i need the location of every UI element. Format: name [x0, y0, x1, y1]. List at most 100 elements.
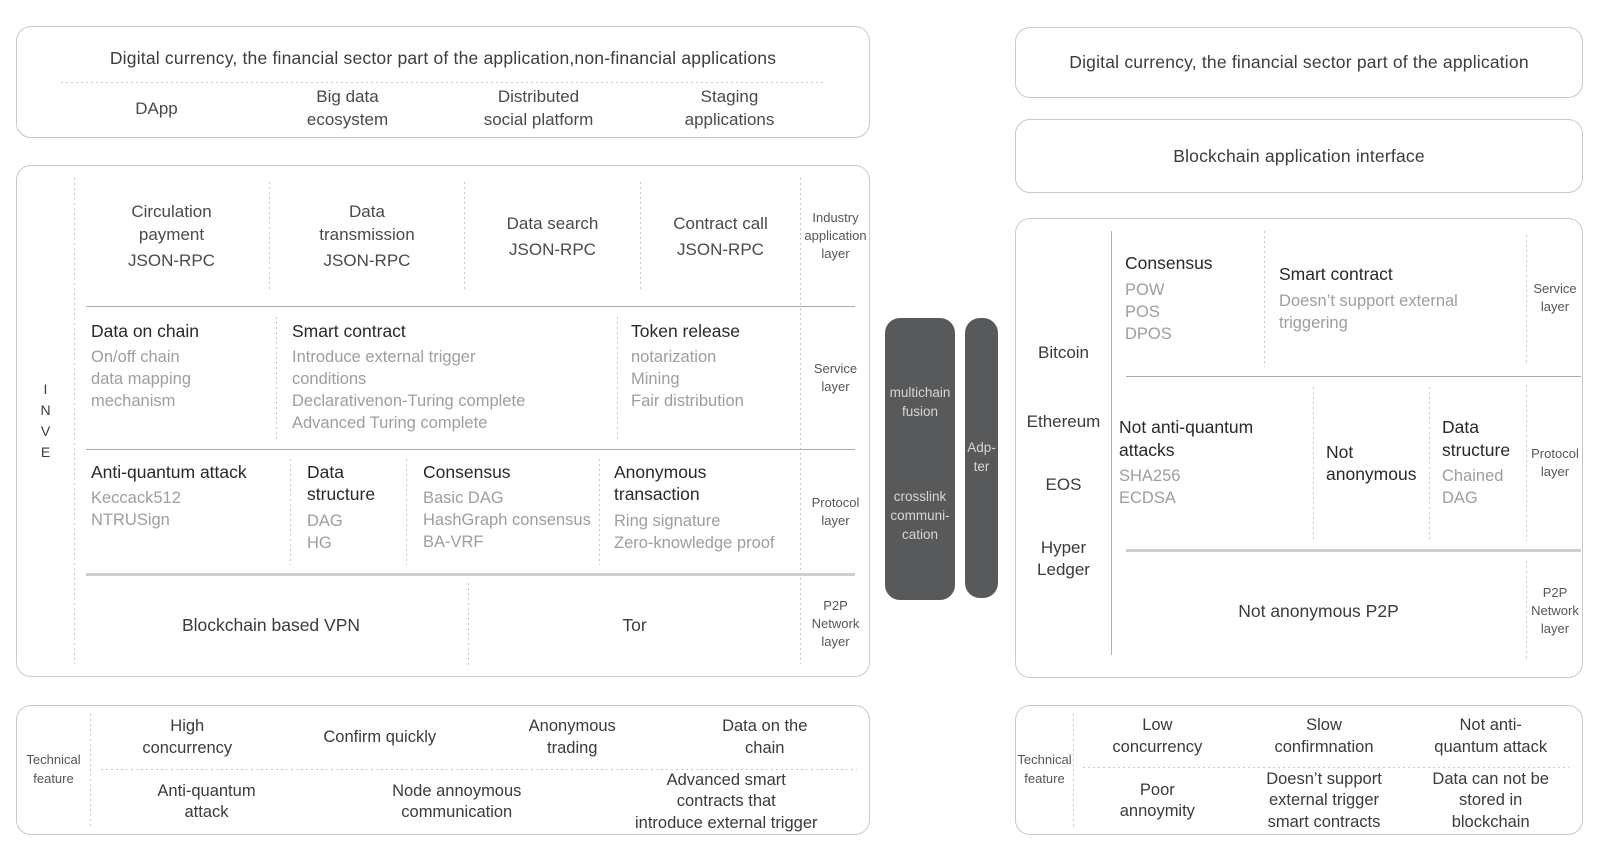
industry-cell-transmission: Data transmission JSON-RPC: [270, 168, 464, 306]
dotted-divider: [290, 459, 291, 565]
right-service-cell-smart-contract: Smart contract Doesn’t support external …: [1265, 223, 1526, 375]
cell-title: Data search: [506, 213, 599, 233]
section-line: [1126, 376, 1581, 377]
dotted-divider: [1429, 387, 1430, 539]
protocol-cell-consensus: Consensus Basic DAG HashGraph consensus …: [407, 450, 599, 574]
features-row-2: Anti-quantum attack Node annoymous commu…: [91, 770, 861, 834]
p2p-layer-row: Blockchain based VPN Tor: [74, 577, 800, 673]
dotted-divider: [61, 82, 825, 83]
multichain-fusion-label: multichain fusion: [889, 385, 951, 419]
application-item-dapp: DApp: [135, 98, 178, 118]
protocol-cell-anonymous-transaction: Anonymous transaction Ring signature Zer…: [600, 450, 800, 574]
feature-confirm-quickly: Confirm quickly: [323, 727, 437, 746]
cell-heading: Data structure: [307, 462, 376, 505]
dotted-divider: [1264, 231, 1265, 367]
features-row-1: Low concurrency Slow confirmnation Not a…: [1074, 706, 1574, 767]
layer-label-protocol: Protocol layer: [811, 495, 860, 528]
dotted-divider: [1073, 714, 1074, 826]
technical-features-right: Technical feature Low concurrency Slow c…: [1015, 705, 1583, 835]
dotted-divider: [1526, 385, 1527, 541]
industry-cell-search: Data search JSON-RPC: [465, 168, 640, 306]
industry-layer-row: Circulation payment JSON-RPC Data transm…: [74, 168, 800, 306]
dotted-divider: [617, 317, 618, 439]
dotted-divider: [1526, 561, 1527, 659]
features-row-1: High concurrency Confirm quickly Anonymo…: [91, 706, 861, 769]
right-protocol-cell-not-anonymous: Not anonymous: [1314, 377, 1429, 549]
right-p2p-cell: Not anonymous P2P: [1238, 600, 1399, 621]
feature-low-concurrency: Low concurrency: [1112, 716, 1203, 756]
feature-no-external-trigger: Doesn’t support external trigger smart c…: [1266, 769, 1382, 831]
right-application-title: Digital currency, the financial sector p…: [1069, 52, 1529, 72]
service-cell-token-release: Token release notarization Mining Fair d…: [618, 307, 800, 449]
layer-label-p2p: P2P Network layer: [1531, 585, 1579, 636]
protocol-layer-row: Anti-quantum attack Keccack512 NTRUSign …: [74, 450, 800, 574]
cell-heading: Data structure: [1442, 417, 1511, 460]
feature-data-on-chain: Data on the chain: [722, 717, 808, 757]
feature-not-anti-quantum: Not anti- quantum attack: [1434, 716, 1548, 756]
right-protocol-cell-anti-quantum: Not anti-quantum attacks SHA256 ECDSA: [1111, 377, 1313, 549]
dotted-divider: [1526, 235, 1527, 365]
cell-title: Contract call: [673, 213, 768, 233]
cell-heading: Not anti-quantum attacks: [1119, 417, 1254, 460]
chain-label-eos: EOS: [1045, 475, 1082, 494]
cell-heading: Not anonymous: [1326, 441, 1417, 484]
cell-body: DAG HG: [307, 511, 343, 552]
cell-heading: Smart contract: [292, 321, 406, 341]
blockchain-interface-box: Blockchain application interface: [1015, 119, 1583, 193]
layer-label-service: Service layer: [813, 361, 858, 394]
dotted-divider: [74, 178, 75, 664]
inve-chain-label: I N V E: [40, 381, 51, 460]
dotted-divider: [406, 459, 407, 565]
chains-separator-line: [1111, 231, 1112, 655]
adapter-label: Adp- ter: [967, 440, 996, 474]
cell-sub: JSON-RPC: [128, 250, 215, 270]
feature-anonymous-trading: Anonymous trading: [528, 717, 616, 757]
multichain-fusion-bar: multichain fusion crosslink communi- cat…: [885, 318, 955, 600]
dotted-divider: [468, 583, 469, 667]
dotted-divider: [269, 182, 270, 292]
p2p-cell-vpn: Blockchain based VPN: [181, 614, 361, 635]
right-application-box: Digital currency, the financial sector p…: [1015, 27, 1583, 98]
cell-title: Data transmission: [319, 202, 415, 245]
feature-slow-confirmation: Slow confirmnation: [1274, 716, 1374, 756]
layer-label-protocol: Protocol layer: [1531, 446, 1579, 479]
protocol-cell-anti-quantum: Anti-quantum attack Keccack512 NTRUSign: [74, 450, 290, 574]
section-line-thick: [86, 573, 855, 576]
cell-body: On/off chain data mapping mechanism: [91, 348, 191, 411]
crosslink-communication-label: crosslink communi- cation: [890, 489, 950, 542]
industry-cell-circulation: Circulation payment JSON-RPC: [74, 168, 269, 306]
technical-feature-label: Technical feature: [26, 752, 81, 786]
feature-high-concurrency: High concurrency: [142, 717, 233, 757]
section-line-thick: [1126, 549, 1581, 552]
cell-sub: JSON-RPC: [323, 250, 411, 270]
cell-heading: Smart contract: [1279, 264, 1393, 285]
cell-body: POW POS DPOS: [1125, 280, 1172, 343]
cell-title: Circulation payment: [131, 202, 212, 245]
cell-heading: Token release: [631, 321, 740, 341]
right-service-row: Consensus POW POS DPOS Smart contract Do…: [1111, 223, 1526, 375]
feature-poor-anonymity: Poor annoymity: [1119, 780, 1195, 820]
feature-anti-quantum: Anti-quantum attack: [157, 781, 256, 821]
cell-heading: Anonymous transaction: [614, 462, 707, 505]
cell-body: Introduce external trigger conditions De…: [292, 348, 526, 433]
industry-cell-contract: Contract call JSON-RPC: [641, 168, 800, 306]
chain-label-bitcoin: Bitcoin: [1037, 343, 1090, 362]
cell-body: Keccack512 NTRUSign: [91, 489, 181, 530]
feature-advanced-contracts: Advanced smart contracts that introduce …: [634, 770, 818, 832]
cell-body: SHA256 ECDSA: [1119, 466, 1181, 507]
technical-feature-label: Technical feature: [1017, 752, 1072, 786]
application-item-bigdata: Big data ecosystem: [306, 87, 389, 129]
left-application-box: Digital currency, the financial sector p…: [16, 26, 870, 138]
application-item-social: Distributed social platform: [483, 87, 594, 129]
cell-heading: Data on chain: [91, 321, 199, 341]
inve-architecture-panel: I N V E Circulation payment JSON-RPC Dat…: [16, 165, 870, 677]
cell-heading: Consensus: [423, 462, 511, 482]
service-layer-row: Data on chain On/off chain data mapping …: [74, 307, 800, 449]
section-line: [86, 449, 855, 450]
dotted-divider: [1083, 767, 1569, 768]
features-row-2: Poor annoymity Doesn’t support external …: [1074, 768, 1574, 834]
dotted-divider: [90, 714, 91, 826]
chain-label-hyperledger: Hyper Ledger: [1037, 538, 1090, 580]
right-service-cell-consensus: Consensus POW POS DPOS: [1111, 223, 1264, 375]
blockchain-interface-title: Blockchain application interface: [1173, 145, 1425, 166]
